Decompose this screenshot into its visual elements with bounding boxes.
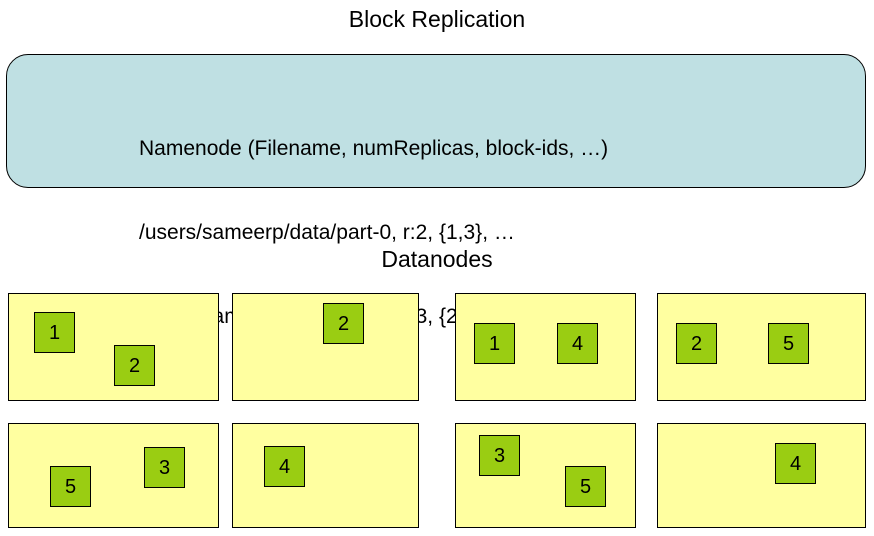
datanode-2[interactable]: 2 [232, 293, 419, 401]
block-replica[interactable]: 2 [676, 323, 717, 364]
block-replica[interactable]: 3 [479, 435, 520, 476]
block-replica[interactable]: 4 [775, 443, 816, 484]
block-replica[interactable]: 1 [34, 312, 75, 353]
page-title: Block Replication [348, 6, 526, 32]
datanode-8[interactable]: 4 [657, 423, 866, 528]
block-replica[interactable]: 5 [50, 466, 91, 507]
namenode-box: Namenode (Filename, numReplicas, block-i… [6, 54, 866, 328]
namenode-file-part-0-line: /users/sameerp/data/part-0, r:2, {1,3}, … [139, 221, 515, 244]
block-replica[interactable]: 5 [768, 323, 809, 364]
block-replica[interactable]: 5 [565, 466, 606, 507]
block-replica[interactable]: 3 [144, 447, 185, 488]
datanode-6[interactable]: 4 [232, 423, 419, 528]
block-replica[interactable]: 1 [474, 323, 515, 364]
block-replica[interactable]: 2 [323, 303, 364, 344]
block-replica[interactable]: 4 [557, 323, 598, 364]
block-replica[interactable]: 4 [264, 446, 305, 487]
datanodes-section-label: Datanodes [381, 246, 493, 272]
block-replica[interactable]: 2 [114, 345, 155, 386]
namenode-schema-line: Namenode (Filename, numReplicas, block-i… [139, 137, 609, 160]
